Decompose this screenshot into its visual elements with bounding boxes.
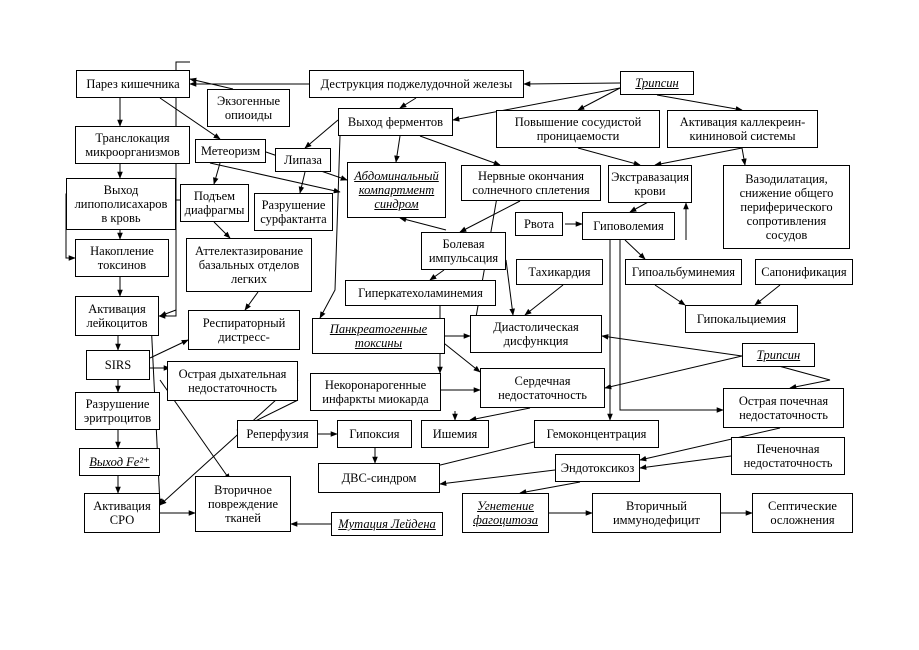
- node-atelectasis: Аттелектазирование базальных отделов лег…: [186, 238, 312, 292]
- node-trypsin-right: Трипсин: [742, 343, 815, 367]
- node-sirs: SIRS: [86, 350, 150, 380]
- connector-arrow: [394, 135, 401, 163]
- node-enzyme-release: Выход ферментов: [338, 108, 453, 136]
- connector-arrow: [419, 135, 501, 166]
- connector-arrow: [654, 147, 743, 167]
- connector-arrow: [189, 77, 234, 90]
- node-heart-failure: Сердечная недостаточность: [480, 368, 605, 408]
- connector-arrow: [209, 162, 341, 194]
- node-diastolic-dysfunction: Диастолическая дисфункция: [470, 315, 602, 353]
- node-hypercatecholaminemia: Гиперкатехоламинемия: [345, 280, 496, 306]
- node-septic-complications: Септические осложнения: [752, 493, 853, 533]
- connector-arrow: [619, 240, 724, 413]
- node-leiden-mutation: Мутация Лейдена: [331, 512, 443, 536]
- connector-arrow: [624, 239, 646, 260]
- node-translocation: Транслокация микроорганизмов: [75, 126, 190, 164]
- node-pancreatogenic-toxins: Панкреатогенные токсины: [312, 318, 445, 354]
- connector-arrow: [523, 81, 621, 87]
- node-acute-renal-failure: Острая почечная недостаточность: [723, 388, 844, 428]
- connector-arrow: [452, 87, 621, 122]
- node-hypoalbuminemia: Гипоальбуминемия: [625, 259, 742, 285]
- connector-arrow: [149, 339, 189, 359]
- node-hypoxia: Гипоксия: [337, 420, 412, 448]
- node-saponification: Сапонификация: [755, 259, 853, 285]
- connector-arrow: [519, 481, 581, 495]
- node-exogenous-opioids: Экзогенные опиоиды: [207, 89, 290, 127]
- node-hepatic-failure: Печеночная недостаточность: [731, 437, 845, 475]
- connector-arrow: [244, 291, 259, 311]
- node-vomiting: Рвота: [515, 212, 563, 236]
- node-tachycardia: Тахикардия: [516, 259, 603, 285]
- node-pancreas-destruction: Деструкция поджелудочной железы: [309, 70, 524, 98]
- node-paresis: Парез кишечника: [76, 70, 190, 98]
- node-blood-extravasation: Экстравазация крови: [608, 165, 692, 203]
- node-solar-plexus: Нервные окончания солнечного сплетения: [461, 165, 601, 201]
- connector-arrow: [213, 162, 221, 185]
- connector-arrow: [505, 259, 515, 316]
- node-hypovolemia: Гиповолемия: [582, 212, 675, 240]
- node-diaphragm: Подъем диафрагмы: [180, 184, 249, 222]
- node-surfactant-destruction: Разрушение сурфактанта: [254, 193, 333, 231]
- connector-arrow: [469, 407, 531, 422]
- node-noncoronary-infarction: Некоронарогенные инфаркты миокарда: [310, 373, 441, 411]
- connector-arrow: [639, 427, 781, 462]
- node-secondary-immunodeficiency: Вторичный иммунодефицит: [592, 493, 721, 533]
- connector-arrow: [741, 147, 747, 166]
- connector-arrow: [319, 135, 341, 319]
- connector-arrow: [577, 147, 641, 167]
- connector-arrow: [399, 97, 417, 109]
- connector-arrow: [524, 284, 564, 316]
- connector-arrow: [656, 94, 743, 112]
- node-meteorism: Метеоризм: [195, 139, 266, 163]
- node-acute-respiratory-failure: Острая дыхательная недостаточность: [167, 361, 298, 401]
- node-abdominal-compartment: Абдоминальный компартмент синдром: [347, 162, 446, 218]
- node-leukocyte-activation: Активация лейкоцитов: [75, 296, 159, 336]
- node-secondary-tissue-damage: Вторичное повреждение тканей: [195, 476, 291, 532]
- connector-arrow: [459, 200, 521, 233]
- node-pain-impulse: Болевая импульсация: [421, 232, 506, 270]
- node-ischemia: Ишемия: [421, 420, 489, 448]
- node-hemoconcentration: Гемоконцентрация: [534, 420, 659, 448]
- node-lps-release: Выход липополисахаров в кровь: [66, 178, 176, 230]
- node-fe-release: Выход Fe²⁺: [79, 448, 160, 476]
- connector-arrow: [601, 334, 743, 357]
- node-erythrocyte-destruction: Разрушение эритроцитов: [75, 392, 160, 430]
- connector-arrow: [754, 284, 781, 306]
- node-reperfusion: Реперфузия: [237, 420, 318, 448]
- node-dic-syndrome: ДВС-синдром: [318, 463, 440, 493]
- connector-arrow: [439, 339, 481, 373]
- node-respiratory-distress: Респираторный дистресс-: [188, 310, 300, 350]
- connector-arrow: [654, 284, 686, 306]
- connector-arrow: [304, 119, 339, 149]
- connector-arrow: [439, 469, 556, 487]
- node-phagocytosis-suppression: Угнетение фагоцитоза: [462, 493, 549, 533]
- node-lipase: Липаза: [275, 148, 331, 172]
- connector-arrow: [399, 216, 447, 231]
- node-vascular-permeability: Повышение сосудистой проницаемости: [496, 110, 660, 148]
- node-kallikrein-activation: Активация каллекреин- кининовой системы: [667, 110, 818, 148]
- node-endotoxicosis: Эндотоксикоз: [555, 454, 640, 482]
- connector-arrow: [159, 97, 221, 140]
- connector-arrow: [639, 455, 732, 470]
- connector-arrow: [159, 61, 190, 317]
- connector-arrow: [213, 221, 231, 239]
- connector-arrow: [577, 87, 621, 111]
- node-hypocalcemia: Гипокальциемия: [685, 305, 798, 333]
- node-toxin-accumulation: Накопление токсинов: [75, 239, 169, 277]
- node-sro-activation: Активация СРО: [84, 493, 160, 533]
- connector-arrow: [429, 269, 445, 281]
- node-trypsin-top: Трипсин: [620, 71, 694, 95]
- node-vasodilation: Вазодилатация, снижение общего периферич…: [723, 165, 850, 249]
- connector-arrow: [298, 171, 306, 194]
- connector-arrow: [604, 355, 743, 390]
